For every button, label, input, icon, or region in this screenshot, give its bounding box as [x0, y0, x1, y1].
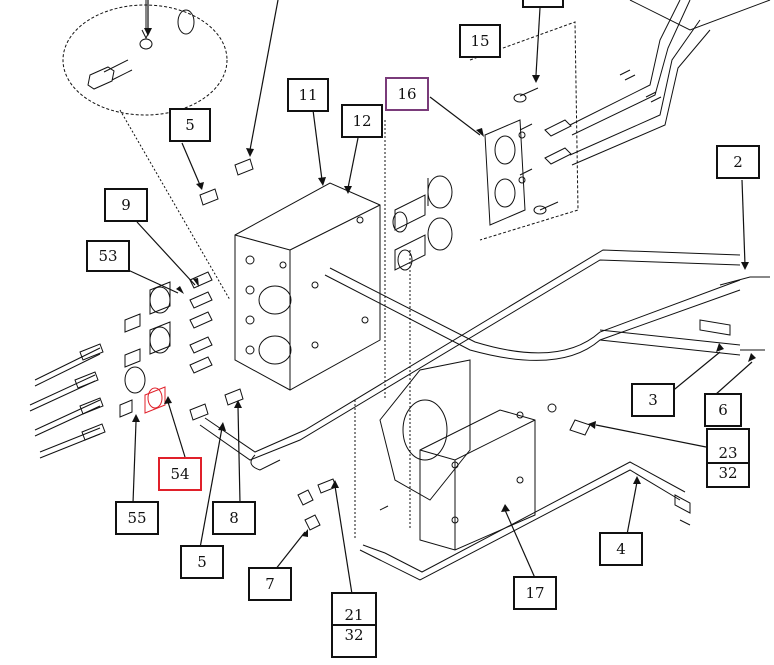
callout-21-32: 21 32: [331, 592, 377, 658]
callout-54: 54: [158, 457, 202, 491]
callout-15: 15: [459, 24, 501, 58]
long-hose-3: [324, 267, 770, 361]
callout-55: 55: [115, 501, 159, 535]
reference-lines: [354, 120, 411, 540]
callout-23-32: 23 32: [706, 428, 750, 488]
callout-16: 16: [385, 77, 429, 111]
callout-box-top-partial: [522, 0, 564, 8]
callout-5-top: 5: [169, 108, 211, 142]
callout-6: 6: [704, 393, 742, 427]
cylinder-fittings: [392, 175, 453, 271]
flange-plate: [484, 119, 526, 226]
callout-53: 53: [86, 240, 130, 272]
manifold-block: [234, 182, 381, 391]
callout-32-bottom-label: 32: [333, 624, 375, 644]
callout-21-label: 21: [344, 606, 364, 624]
callout-5-bottom: 5: [180, 545, 224, 579]
callout-11: 11: [287, 78, 329, 112]
coupler-54: [144, 386, 166, 414]
callout-9: 9: [104, 188, 148, 222]
callout-12: 12: [341, 104, 383, 138]
callout-4: 4: [599, 532, 643, 566]
callout-2: 2: [716, 145, 760, 179]
pump-block: [379, 359, 536, 551]
callout-8: 8: [212, 501, 256, 535]
bolts-right: [513, 87, 572, 215]
left-fitting-cluster: [119, 158, 254, 421]
callout-23-label: 23: [718, 444, 738, 462]
hose-4: [359, 461, 691, 581]
hoses-top-right: [569, 0, 771, 166]
callout-17: 17: [513, 576, 557, 610]
callout-7: 7: [248, 567, 292, 601]
fittings-bottom: [297, 478, 389, 531]
leader-lines: [127, 0, 753, 595]
arrowheads: [132, 28, 756, 537]
back-plate-outline: [469, 21, 579, 241]
callout-3: 3: [631, 383, 675, 417]
bolt-23: [547, 403, 591, 436]
callout-32-label: 32: [708, 462, 748, 482]
hoses-far-left: [29, 343, 106, 459]
detail-inset: [62, 0, 231, 301]
